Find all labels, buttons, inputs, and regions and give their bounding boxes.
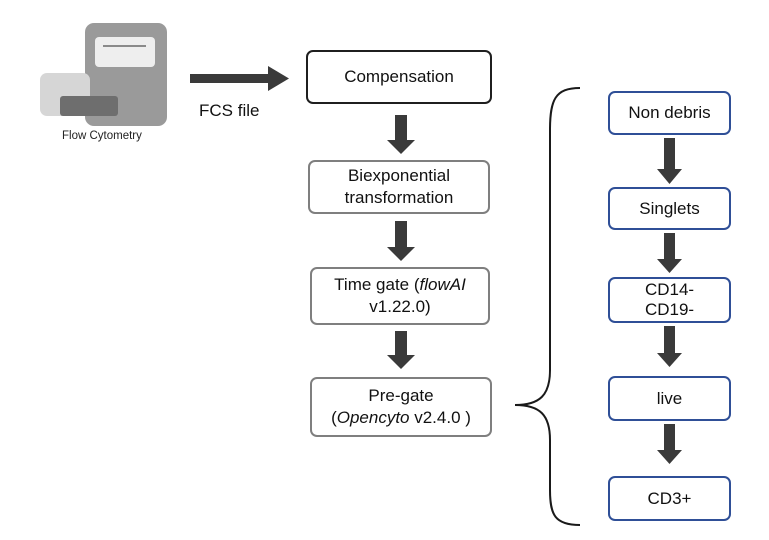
- node-pre-gate: Pre-gate (Opencyto v2.4.0 ): [310, 377, 492, 437]
- node-pre-gate-line2: (Opencyto v2.4.0 ): [331, 407, 471, 429]
- node-biexponential-line1: Biexponential: [347, 166, 451, 185]
- gate-cd14-cd19: CD14- CD19-: [608, 277, 731, 323]
- pipeline-arrows: [387, 115, 415, 369]
- node-compensation-label: Compensation: [344, 67, 454, 86]
- pipeline-arrow-2: [387, 221, 415, 261]
- fcs-arrow: [190, 66, 289, 91]
- gate-cd3-label: CD3+: [647, 488, 692, 508]
- gate-live-label: live: [656, 388, 683, 408]
- node-time-gate: Time gate (flowAI v1.22.0): [310, 267, 490, 325]
- gate-cd3: CD3+: [608, 476, 731, 521]
- node-compensation: Compensation: [306, 50, 492, 104]
- node-biexponential: Biexponential transformation: [308, 160, 490, 214]
- pre-gate-suffix: v2.4.0 ): [409, 408, 471, 427]
- gate-cd19-label: CD19-: [644, 300, 695, 319]
- pre-gate-prefix: (: [331, 408, 337, 427]
- gate-cd14-label: CD14-: [644, 280, 695, 299]
- gate-singlets: Singlets: [608, 187, 731, 230]
- time-gate-tool: flowAI: [419, 275, 466, 294]
- pipeline-arrow-3: [387, 331, 415, 369]
- fcs-file-label: FCS file: [199, 101, 260, 120]
- gate-singlets-label: Singlets: [639, 198, 700, 218]
- gate-non-debris-label: Non debris: [628, 103, 711, 122]
- node-biexponential-line2: transformation: [344, 188, 454, 207]
- gate-arrows: [657, 138, 682, 464]
- gate-arrow-3: [657, 326, 682, 367]
- time-gate-prefix: Time gate (: [334, 275, 420, 294]
- pre-gate-tool: Opencyto: [336, 408, 410, 427]
- gate-arrow-2: [657, 233, 682, 273]
- gate-arrow-4: [657, 424, 682, 464]
- gate-arrow-1: [657, 138, 682, 184]
- gate-non-debris: Non debris: [608, 91, 731, 135]
- node-time-gate-line1: Time gate (flowAI: [334, 274, 466, 296]
- instrument-label: Flow Cytometry: [62, 130, 142, 142]
- pipeline-arrow-1: [387, 115, 415, 154]
- node-pre-gate-line1: Pre-gate: [368, 386, 434, 405]
- flow-cytometer-icon: [40, 23, 167, 126]
- node-time-gate-line2: v1.22.0): [369, 297, 431, 316]
- gate-live: live: [608, 376, 731, 421]
- curly-brace: [514, 87, 581, 526]
